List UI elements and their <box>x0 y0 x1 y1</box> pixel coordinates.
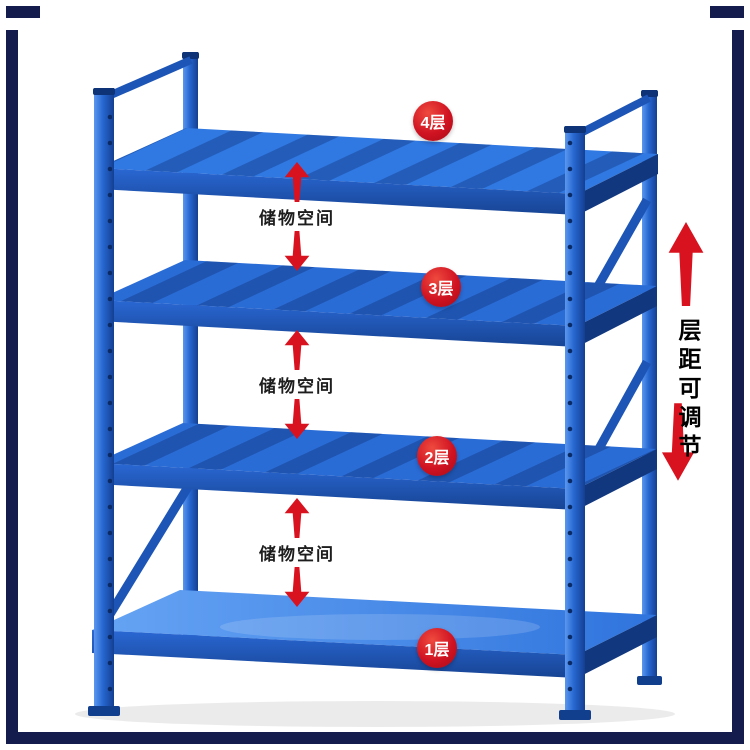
frame-bottom <box>6 732 744 744</box>
down-arrow-icon <box>284 399 310 439</box>
up-arrow-icon <box>668 222 704 306</box>
storage-space-note-bottom: 储物空间 <box>237 498 357 607</box>
layer-badge-3: 3层 <box>421 267 461 307</box>
up-arrow-icon <box>284 498 310 538</box>
frame-top-left <box>6 6 40 18</box>
layer-badge-1: 1层 <box>417 628 457 668</box>
storage-space-label: 储物空间 <box>259 377 335 396</box>
frame-left <box>6 30 18 744</box>
storage-space-note-middle: 储物空间 <box>237 330 357 439</box>
frame-top-right <box>710 6 744 18</box>
storage-space-note-top: 储物空间 <box>237 162 357 271</box>
storage-space-label: 储物空间 <box>259 209 335 228</box>
storage-space-label: 储物空间 <box>259 545 335 564</box>
down-arrow-icon <box>284 231 310 271</box>
up-arrow-icon <box>284 330 310 370</box>
up-arrow-icon <box>284 162 310 202</box>
down-arrow-icon <box>661 403 695 481</box>
layer-badge-2: 2层 <box>417 436 457 476</box>
frame-right <box>732 30 744 744</box>
layer-badge-4: 4层 <box>413 101 453 141</box>
adjustable-spacing-note: 层距可调节 <box>675 318 701 463</box>
down-arrow-icon <box>284 567 310 607</box>
